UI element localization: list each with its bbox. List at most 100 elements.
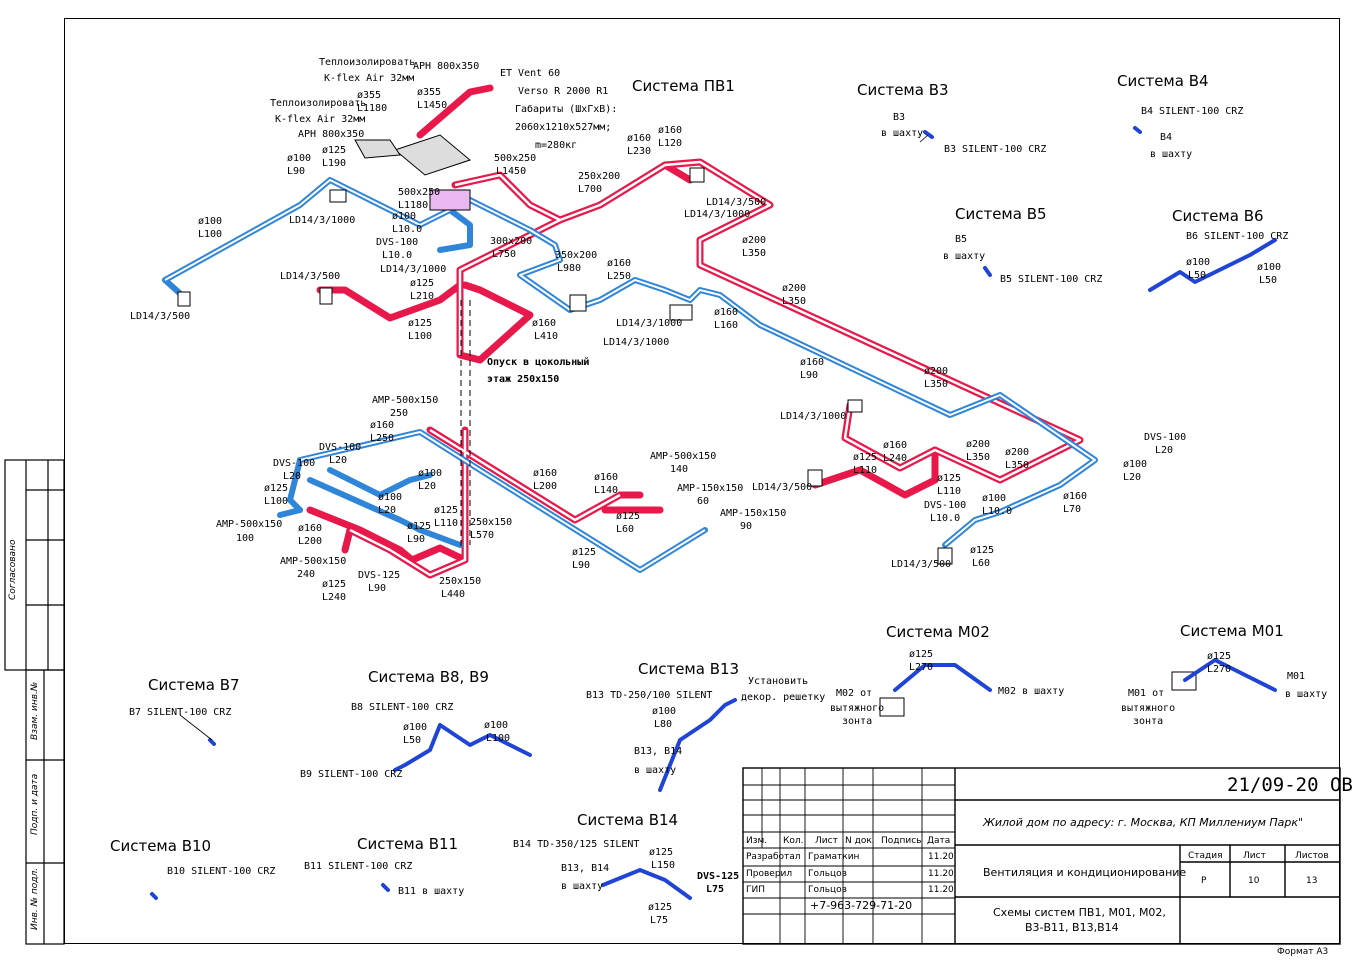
label: L980	[557, 263, 582, 274]
label: В14 TD-350/125 SILENT	[513, 839, 640, 850]
label: 350х200	[555, 250, 598, 261]
label: М01	[1287, 671, 1306, 682]
label: L1180	[357, 103, 388, 114]
stage-value: Р	[1201, 876, 1207, 886]
label: 100	[236, 533, 255, 544]
label: ø160	[714, 307, 739, 318]
sheet-header: Лист	[1243, 851, 1266, 861]
label: L270	[909, 662, 934, 673]
label: DVS-125	[358, 570, 401, 581]
label: L230	[627, 146, 652, 157]
label: в шахту	[943, 251, 986, 262]
role-row: Проверил	[746, 869, 793, 879]
label: ø200	[1005, 447, 1030, 458]
sheet-value: 10	[1248, 876, 1260, 886]
system-v5-title: Система В5	[955, 205, 1047, 223]
system-v13-title: Система В13	[638, 660, 740, 678]
label: 250х200	[578, 171, 621, 182]
label: L1450	[417, 100, 448, 111]
label: ø125	[408, 318, 433, 329]
label: Опуск в цокольный	[487, 357, 590, 368]
label: ø160	[1063, 491, 1088, 502]
label: L10.0	[982, 506, 1013, 517]
label: ø100	[287, 153, 312, 164]
name-row: Гольцов	[808, 869, 847, 879]
label: В4 SILENT-100 CRZ	[1141, 106, 1244, 117]
label: ø200	[742, 235, 767, 246]
col-izm: Изм.	[746, 836, 768, 846]
system-v3-title: Система В3	[857, 81, 949, 99]
label: В5	[955, 234, 968, 245]
label: ø100	[982, 493, 1007, 504]
label: В11 SILENT-100 CRZ	[304, 861, 413, 872]
label: Теплоизолировать	[270, 98, 367, 109]
label: ø160	[298, 523, 323, 534]
label: L90	[572, 560, 591, 571]
label: L100	[198, 229, 223, 240]
label: L350	[742, 248, 767, 259]
label: L75	[650, 915, 669, 926]
label: 500х250	[494, 153, 537, 164]
label: L100	[408, 331, 433, 342]
label: LD14/3/500	[130, 311, 191, 322]
label: L90	[407, 534, 426, 545]
label: L100	[264, 496, 289, 507]
label: m=280кг	[535, 140, 578, 151]
sheets-header: Листов	[1295, 851, 1329, 861]
label: L140	[594, 485, 619, 496]
label: L50	[1259, 275, 1278, 286]
label: Установить	[748, 676, 809, 687]
label: 300х200	[490, 236, 533, 247]
system-m02-title: Система М02	[886, 623, 990, 641]
label: ø125	[410, 278, 435, 289]
label: L10.0	[930, 513, 961, 524]
label: L20	[1155, 445, 1174, 456]
label: L70	[1063, 504, 1082, 515]
label: зонта	[842, 716, 873, 727]
label: ø125	[572, 547, 597, 558]
label: L700	[578, 184, 603, 195]
system-v8v9-title: Система В8, В9	[368, 668, 489, 686]
label: AMP-150х150	[677, 483, 744, 494]
label: ø100	[403, 722, 428, 733]
label: AMP-500х150	[280, 556, 347, 567]
label: В10 SILENT-100 CRZ	[167, 866, 276, 877]
label: В11 в шахту	[398, 886, 465, 897]
label: ø100	[418, 468, 443, 479]
system-v7-title: Система В7	[148, 676, 240, 694]
system-v6-title: Система В6	[1172, 207, 1264, 225]
label: L50	[403, 735, 422, 746]
label: LD14/3/500	[752, 482, 813, 493]
label: L20	[329, 455, 348, 466]
date-row: 11.20	[928, 869, 954, 879]
system-v11-title: Система В11	[357, 835, 459, 853]
system-pv1-title: Система ПВ1	[632, 77, 735, 95]
label: ø125	[322, 145, 347, 156]
label: В8 SILENT-100 CRZ	[351, 702, 454, 713]
label: ø125	[649, 847, 674, 858]
label: декор. решетку	[741, 692, 826, 703]
system-v4-title: Система В4	[1117, 72, 1209, 90]
label: L110	[853, 465, 878, 476]
label: ø100	[484, 720, 509, 731]
col-list: Лист	[815, 836, 838, 846]
label: в шахту	[561, 881, 604, 892]
label: LD14/3/1000	[380, 264, 447, 275]
label: LD14/3/1000	[603, 337, 670, 348]
drawing-code: 21/09-20 ОВ	[1227, 774, 1353, 796]
label: L10.0	[382, 250, 413, 261]
label: В6 SILENT-100 CRZ	[1186, 231, 1289, 242]
label: ø100	[1186, 257, 1211, 268]
label: ø160	[594, 472, 619, 483]
label: В5 SILENT-100 CRZ	[1000, 274, 1103, 285]
label: LD14/3/1000	[616, 318, 683, 329]
name-row: Гольцов	[808, 885, 847, 895]
label: AMP-500х150	[216, 519, 283, 530]
label: DVS-100	[1144, 432, 1187, 443]
label: В3 SILENT-100 CRZ	[944, 144, 1047, 155]
label: L1450	[496, 166, 527, 177]
label: L250	[370, 433, 395, 444]
label: в шахту	[634, 765, 677, 776]
label: ø160	[370, 420, 395, 431]
date-row: 11.20	[928, 852, 954, 862]
